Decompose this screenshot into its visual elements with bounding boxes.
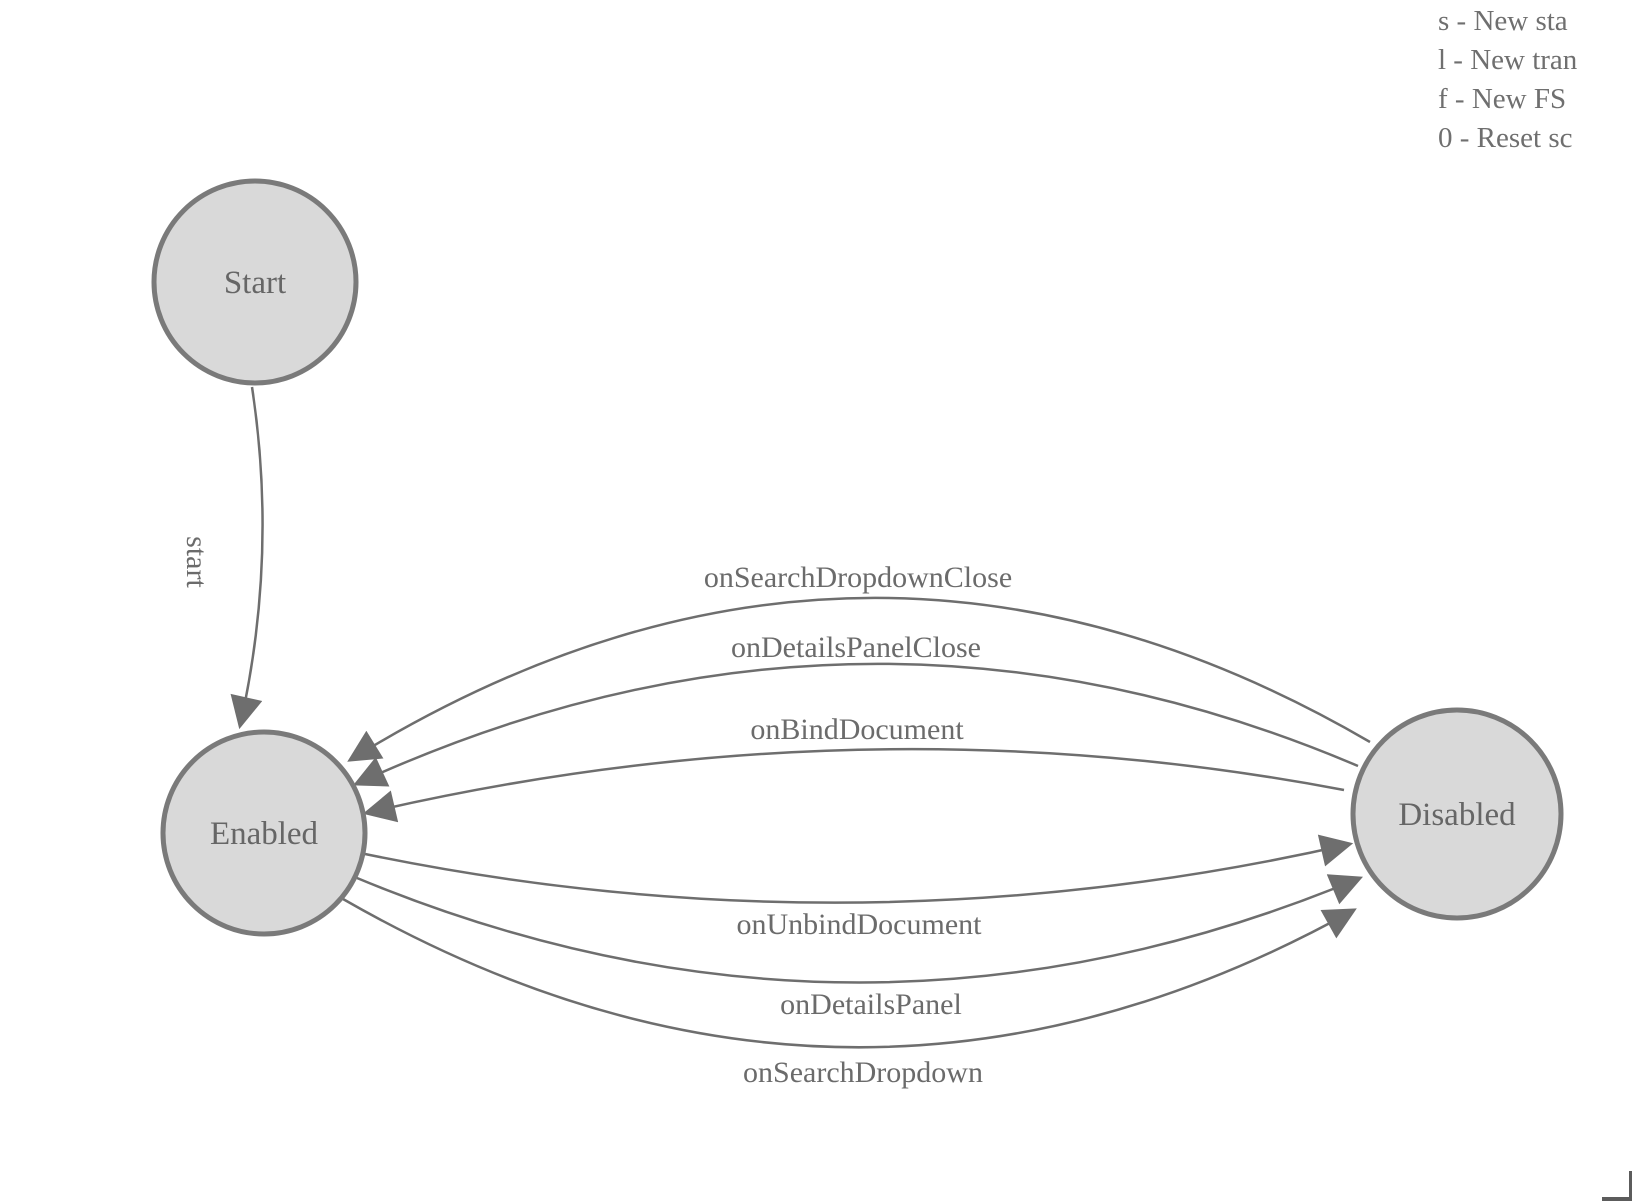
transition-edge-onsearchdropdownclose[interactable] <box>347 596 1371 762</box>
shortcut-legend: s - New sta l - New tran f - New FS 0 - … <box>1438 2 1577 158</box>
state-circle-disabled[interactable] <box>1350 707 1564 921</box>
state-node-enabled[interactable]: Enabled <box>160 729 368 937</box>
state-label-disabled: Disabled <box>1398 797 1516 833</box>
transition-edge-onbinddocument[interactable] <box>362 747 1345 823</box>
edge-label-ondetailspanelclose: onDetailsPanelClose <box>731 631 981 664</box>
state-label-start: Start <box>224 265 286 301</box>
canvas-corner-mark <box>1602 1171 1632 1201</box>
state-circle-enabled[interactable] <box>160 729 368 937</box>
legend-line-new-transition: l - New tran <box>1438 44 1578 76</box>
legend-line-new-state: s - New sta <box>1438 5 1568 37</box>
transition-edge-ondetailspanelclose[interactable] <box>353 662 1359 787</box>
edge-label-onsearchdropdown: onSearchDropdown <box>743 1056 983 1089</box>
state-node-start[interactable]: Start <box>151 178 359 386</box>
transition-edge-ondetailspanel[interactable] <box>356 874 1363 984</box>
edge-label-ondetailspanel: onDetailsPanel <box>780 988 962 1021</box>
transition-edge-onunbinddocument[interactable] <box>364 834 1354 904</box>
edge-label-onbinddocument: onBindDocument <box>750 713 964 746</box>
edge-label-onunbinddocument: onUnbindDocument <box>737 908 983 941</box>
edge-label-start: start <box>180 536 213 588</box>
legend-line-reset: 0 - Reset sc <box>1438 122 1573 154</box>
transition-edge-start[interactable] <box>230 386 264 730</box>
edge-label-onsearchdropdownclose: onSearchDropdownClose <box>704 561 1012 594</box>
state-node-disabled[interactable]: Disabled <box>1350 707 1564 921</box>
legend-line-new-fsm: f - New FS <box>1438 83 1567 115</box>
state-label-enabled: Enabled <box>210 816 319 852</box>
transition-edge-onsearchdropdown[interactable] <box>342 897 1357 1049</box>
state-circle-start[interactable] <box>151 178 359 386</box>
